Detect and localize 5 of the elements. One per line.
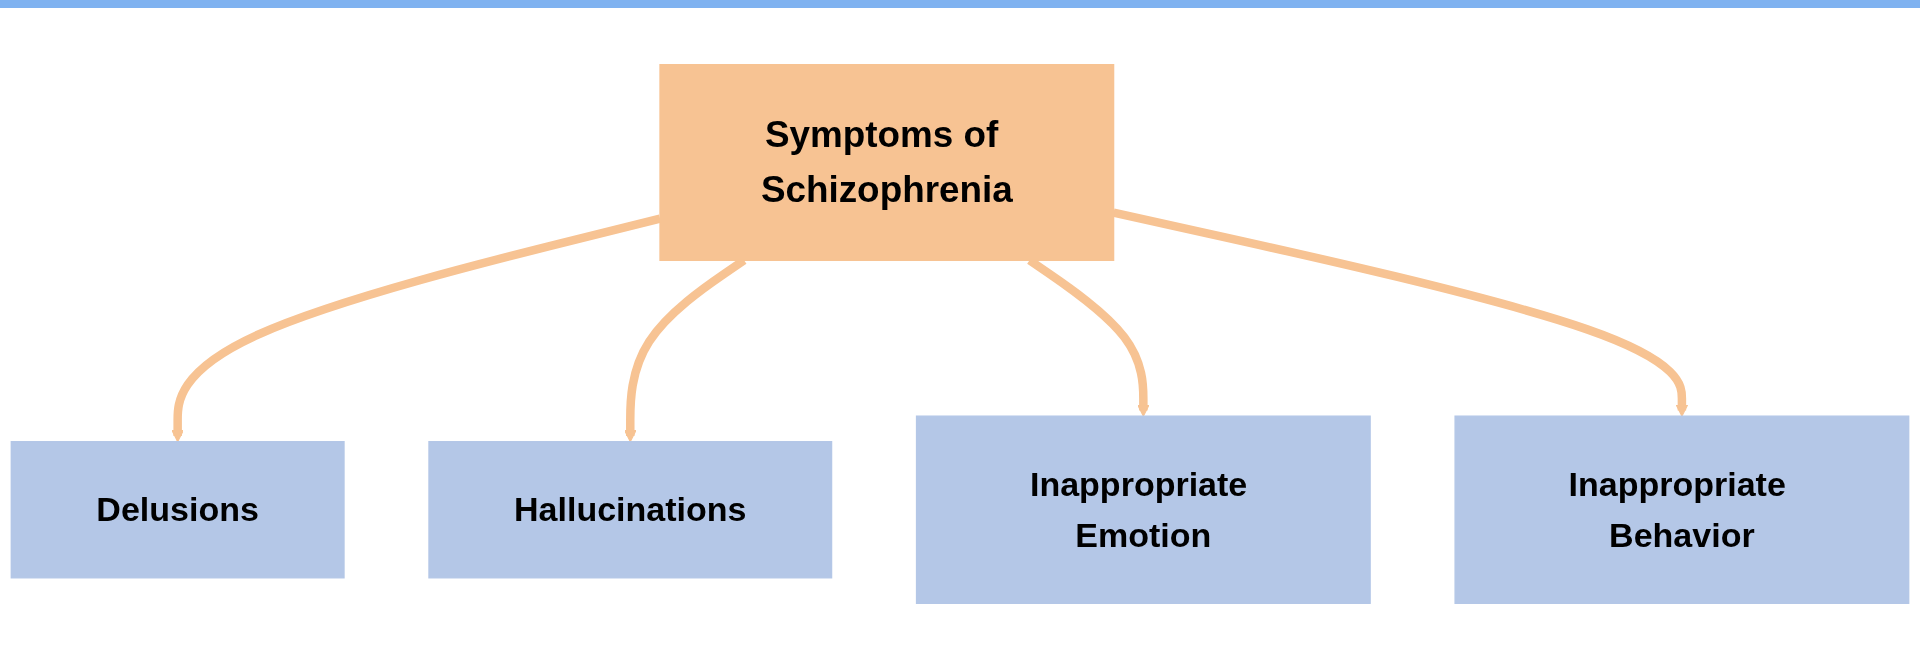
node-box: Inappropriate Behavior: [1454, 415, 1910, 604]
node-box: Inappropriate Emotion: [915, 415, 1371, 604]
node-box: Hallucinations: [428, 441, 833, 579]
node-box: Delusions: [10, 441, 345, 579]
node-box: Symptoms of Schizophrenia: [659, 64, 1115, 261]
